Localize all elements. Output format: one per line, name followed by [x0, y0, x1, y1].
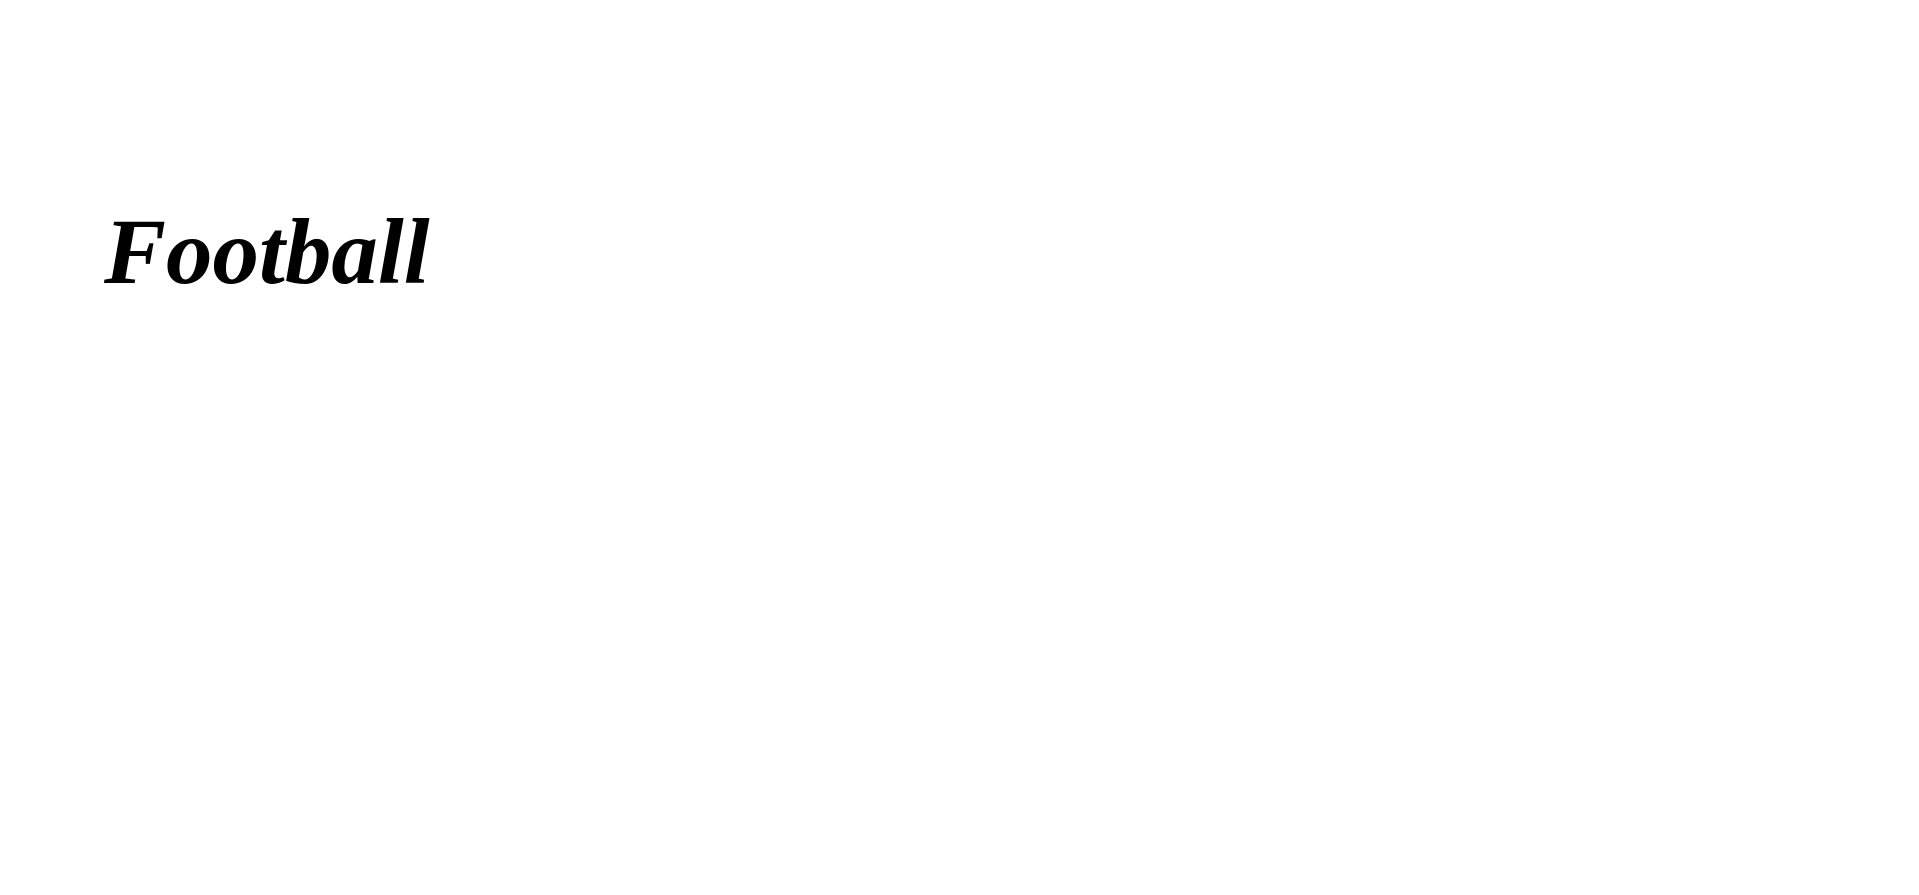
- page-title: Football: [104, 201, 430, 304]
